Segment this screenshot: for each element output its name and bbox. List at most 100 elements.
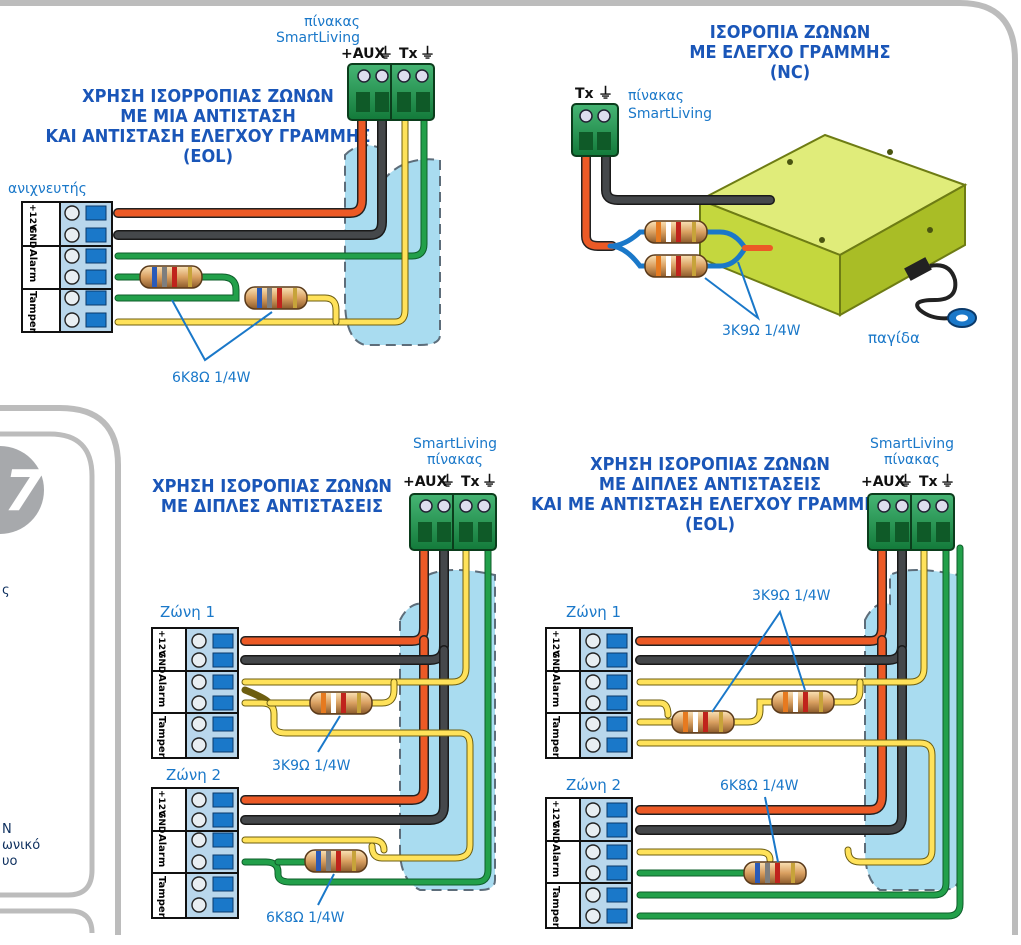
detector-terminal-block: +12V GND Alarm Tamper xyxy=(21,201,113,333)
side-text-4: υο xyxy=(2,854,18,869)
side-frame-inner xyxy=(0,431,95,898)
tx-label: Tx xyxy=(399,46,418,62)
resistor-pointer xyxy=(171,299,273,362)
resistor-1-label: 3K9Ω 1/4W xyxy=(272,758,351,774)
panel-label: πίνακας xyxy=(884,452,940,468)
trap-cable xyxy=(915,263,958,321)
diagram-nc-line-check: ΙΣΟΡΟΠΙΑ ΖΩΝΩΝ ΜΕ ΕΛΕΓΧΟ ΓΡΑΜΜΗΣ (NC) Tx… xyxy=(571,22,977,347)
resistor-2 xyxy=(644,254,708,278)
wires xyxy=(581,143,775,269)
wires xyxy=(240,543,492,886)
resistor-1-pointer xyxy=(317,715,341,753)
side-text-2: Ν xyxy=(2,822,12,837)
aux-label: +AUX xyxy=(403,474,448,490)
resistor-label: 6K8Ω 1/4W xyxy=(172,370,251,386)
panel-terminal-block xyxy=(347,63,435,121)
panel-terminal-block xyxy=(867,493,955,551)
wire-blue-split xyxy=(607,229,773,269)
resistor-3 xyxy=(743,861,807,885)
trap-ring xyxy=(947,308,977,328)
step-badge xyxy=(0,446,44,534)
zone-2-label: Ζώνη 2 xyxy=(166,766,221,784)
title-line-4: (EOL) xyxy=(183,146,233,167)
tx-label: Tx xyxy=(919,474,938,490)
detector-pin-gnd: GND xyxy=(550,821,560,843)
panel-label: πίνακας xyxy=(427,452,483,468)
panel-label: πίνακας xyxy=(304,14,360,30)
detector-pin-gnd: GND xyxy=(156,811,166,833)
tx-label: Tx xyxy=(575,86,594,102)
title-line-2: ΜΕ ΔΙΠΛΕΣ ΑΝΤΙΣΤΑΣΕΙΣ xyxy=(161,496,383,517)
title-line-1: ΙΣΟΡΟΠΙΑ ΖΩΝΩΝ xyxy=(710,22,871,43)
side-frame-bottom xyxy=(0,908,95,934)
panel-label: πίνακας xyxy=(628,88,684,104)
diagram-double-resistor-eol: ΧΡΗΣΗ ΙΣΟΡΟΠΙΑΣ ΖΩΝΩΝ ΜΕ ΔΙΠΛΕΣ ΑΝΤΙΣΤΑΣ… xyxy=(531,436,964,929)
step-badge-number: 7 xyxy=(4,459,43,524)
wire-red-z1 xyxy=(240,543,429,646)
side-frame xyxy=(0,405,121,935)
detector-pin-alarm: Alarm xyxy=(156,674,167,707)
earth-label-2: ⏚ xyxy=(940,472,955,490)
title-line-1: ΧΡΗΣΗ ΙΣΟΡΡΟΠΙΑΣ ΖΩΝΩΝ xyxy=(82,86,334,107)
title-line-1: ΧΡΗΣΗ ΙΣΟΡΟΠΙΑΣ ΖΩΝΩΝ xyxy=(590,454,830,475)
detector-pin-gnd: GND xyxy=(156,651,166,673)
detector-pin-12v: +12V xyxy=(550,800,560,827)
title-line-3: ΚΑΙ ΑΝΤΙΣΤΑΣΗ ΕΛΕΓΧΟΥ ΓΡΑΜΜΗΣ xyxy=(46,126,371,147)
diagram-double-resistor: ΧΡΗΣΗ ΙΣΟΡΟΠΙΑΣ ΖΩΝΩΝ ΜΕ ΔΙΠΛΕΣ ΑΝΤΙΣΤΑΣ… xyxy=(151,436,497,926)
title-line-2: ΜΕ ΕΛΕΓΧΟ ΓΡΑΜΜΗΣ xyxy=(689,42,890,63)
detector-pin-tamper: Tamper xyxy=(156,876,167,918)
resistor-1 xyxy=(671,710,735,734)
earth-label: ⏚ xyxy=(378,44,393,62)
zone-1-terminal-block: +12V GND Alarm Tamper xyxy=(545,627,633,759)
zone-2-terminal-block: +12V GND Alarm Tamper xyxy=(545,797,633,929)
detector-pin-alarm: Alarm xyxy=(550,844,561,877)
detector-pin-gnd: GND xyxy=(550,651,560,673)
detector-pin-12v: +12V xyxy=(156,630,166,657)
detector-pin-alarm: Alarm xyxy=(156,834,167,867)
aux-label: +AUX xyxy=(861,474,906,490)
zone-1-label: Ζώνη 1 xyxy=(160,603,215,621)
title-line-1: ΧΡΗΣΗ ΙΣΟΡΟΠΙΑΣ ΖΩΝΩΝ xyxy=(152,476,392,497)
earth-label-2: ⏚ xyxy=(420,44,435,62)
detector-pin-12v: +12V xyxy=(27,204,37,231)
side-text-3: ωνικό xyxy=(2,838,40,853)
earth-label: ⏚ xyxy=(898,472,913,490)
panel-terminal-block xyxy=(409,493,497,551)
title-line-3: (NC) xyxy=(770,62,810,83)
resistor-pointer xyxy=(704,261,761,321)
title-line-2: ΜΕ ΔΙΠΛΕΣ ΑΝΤΙΣΤΑΣΕΙΣ xyxy=(599,474,821,495)
earth-label: ⏚ xyxy=(440,472,455,490)
side-text-1: ς xyxy=(2,583,10,598)
resistor-pointer xyxy=(711,609,806,713)
detector-pin-tamper: Tamper xyxy=(156,716,167,758)
zone-2-label: Ζώνη 2 xyxy=(566,776,621,794)
panel-name: SmartLiving xyxy=(628,106,712,122)
panel-name: SmartLiving xyxy=(276,30,360,46)
detector-pin-tamper: Tamper xyxy=(550,886,561,928)
resistor-3-pointer xyxy=(764,796,779,863)
title-line-2: ΜΕ ΜΙΑ ΑΝΤΙΣΤΑΣΗ xyxy=(120,106,296,127)
resistor-1 xyxy=(139,265,203,289)
earth-label-2: ⏚ xyxy=(482,472,497,490)
detector-pin-tamper: Tamper xyxy=(27,291,38,333)
aux-label: +AUX xyxy=(341,46,386,62)
panel-name: SmartLiving xyxy=(870,436,954,452)
resistor-label: 3K9Ω 1/4W xyxy=(722,323,801,339)
trap-label: παγίδα xyxy=(868,329,920,347)
wires xyxy=(635,543,964,920)
resistor-1 xyxy=(309,691,373,715)
detector-pin-12v: +12V xyxy=(550,630,560,657)
zone-2-terminal-block: +12V GND Alarm Tamper xyxy=(151,787,239,919)
resistor-2 xyxy=(304,849,368,873)
earth-label: ⏚ xyxy=(598,84,613,102)
detector-label: ανιχνευτής xyxy=(8,181,87,197)
panel-terminal-block xyxy=(571,103,619,157)
resistor-2 xyxy=(771,690,835,714)
detector-pin-alarm: Alarm xyxy=(550,674,561,707)
side-panel: 7 ς Ν ωνικό υο xyxy=(0,446,44,869)
zone-1-terminal-block: +12V GND Alarm Tamper xyxy=(151,627,239,759)
water-shape xyxy=(344,144,441,346)
sensor-box xyxy=(697,133,968,317)
